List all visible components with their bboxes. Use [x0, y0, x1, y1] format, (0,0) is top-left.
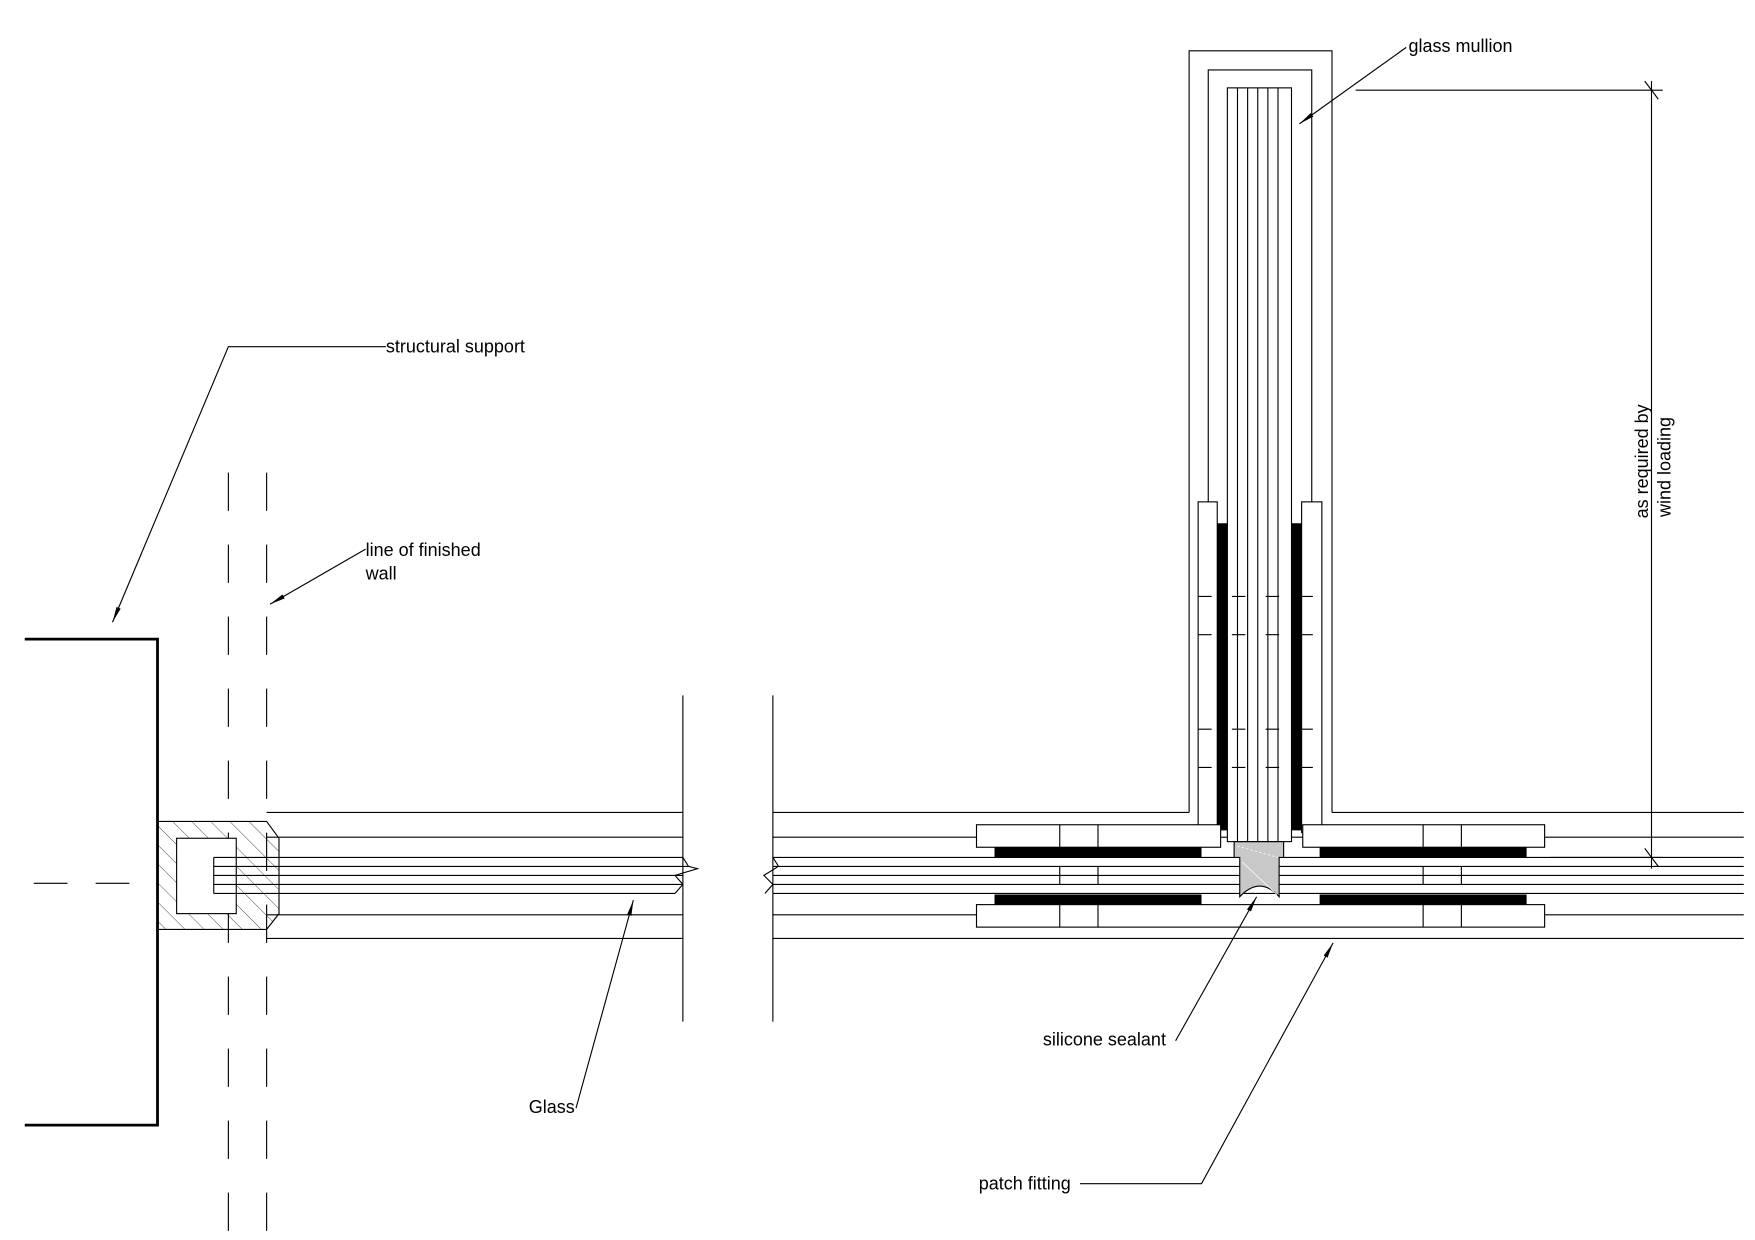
label-finished-wall-2: wall	[365, 564, 397, 584]
glass-panel-left	[213, 695, 700, 1022]
label-glass: Glass	[529, 1097, 575, 1117]
dimension-line	[1355, 80, 1663, 869]
dimension-label-line1: as required by	[1632, 404, 1652, 518]
gasket	[994, 847, 1202, 858]
dimension-label-line2: wind loading	[1655, 417, 1675, 518]
gasket	[1319, 894, 1527, 905]
structural-support	[24, 637, 159, 1127]
gasket	[1319, 847, 1527, 858]
glass-mullion	[1188, 50, 1333, 843]
label-glass-mullion: glass mullion	[1409, 36, 1513, 56]
label-finished-wall-1: line of finished	[366, 540, 481, 560]
label-patch-fitting: patch fitting	[979, 1173, 1071, 1193]
silicone-sealant	[1233, 841, 1285, 899]
label-silicone-sealant: silicone sealant	[1043, 1029, 1166, 1049]
patch-fitting	[975, 824, 1546, 928]
leader-lines	[111, 46, 1407, 1185]
label-structural-support: structural support	[386, 336, 525, 356]
glass-panel-right	[762, 695, 1744, 1022]
gasket	[994, 894, 1202, 905]
